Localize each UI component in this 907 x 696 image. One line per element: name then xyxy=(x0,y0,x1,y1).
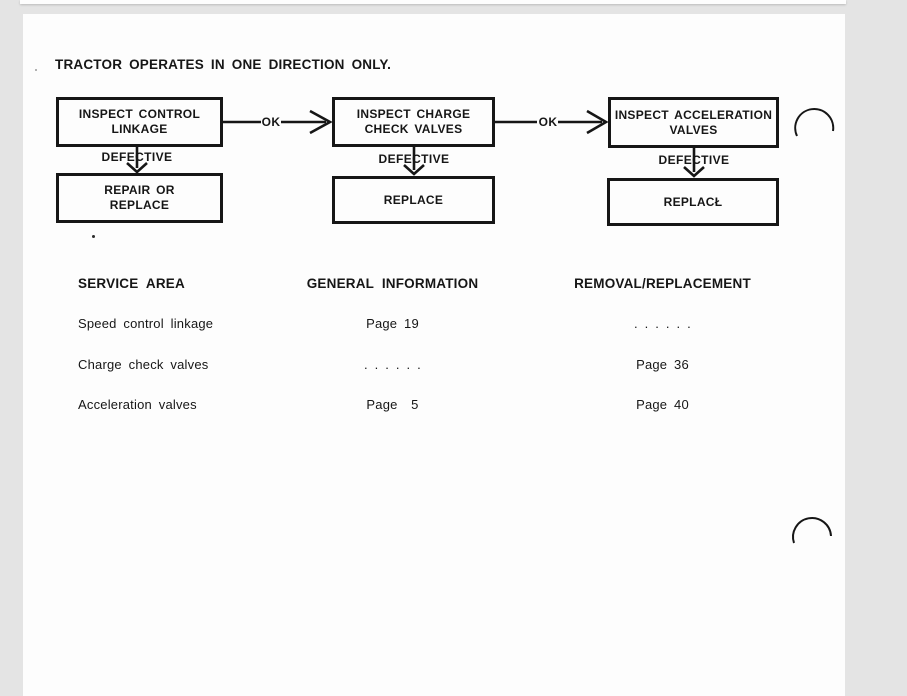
cell-removal-replacement: Page 36 xyxy=(636,357,689,372)
ok-label-1: OK xyxy=(261,115,281,129)
cell-service-area: Charge check valves xyxy=(78,357,209,372)
flow-box-inspect-control-linkage: INSPECT CONTROL LINKAGE xyxy=(56,97,223,147)
flow-box-text-line: CHECK VALVES xyxy=(364,122,463,136)
flow-box-text-line: INSPECT ACCELERATION xyxy=(614,107,773,122)
defective-label-2: DEFECTIVE xyxy=(378,152,450,166)
ok-label-2: OK xyxy=(538,115,558,129)
cell-removal-replacement: Page 40 xyxy=(636,397,689,412)
scan-speck xyxy=(92,235,95,238)
flow-box-repair-or-replace: REPAIR OR REPLACE xyxy=(56,173,223,223)
flow-box-text-line: LINKAGE xyxy=(111,122,168,136)
flow-box-text-line: INSPECT CONTROL xyxy=(78,107,201,121)
cell-general-information: Page 19 xyxy=(366,316,419,331)
flow-box-text-line: INSPECT CHARGE xyxy=(356,107,471,121)
table-header-service-area: SERVICE AREA xyxy=(78,276,185,291)
scan-edge-strip xyxy=(20,0,846,4)
cell-general-information: . . . . . . xyxy=(364,357,421,372)
flow-box-text-line: REPAIR OR xyxy=(104,183,175,197)
table-header-removal-replacement: REMOVAL/REPLACEMENT xyxy=(574,276,751,291)
flow-box-text-line: VALVES xyxy=(669,122,718,137)
cell-service-area: Speed control linkage xyxy=(78,316,214,331)
flow-box-text-line: REPLACŁ xyxy=(663,194,723,209)
scan-speck xyxy=(35,69,37,71)
cell-service-area: Acceleration valves xyxy=(78,397,197,412)
flow-box-inspect-charge-check-valves: INSPECT CHARGE CHECK VALVES xyxy=(332,97,495,147)
cell-general-information: Page 5 xyxy=(366,397,419,412)
flow-box-replace-3: REPLACŁ xyxy=(607,178,779,226)
defective-label-1: DEFECTIVE xyxy=(101,150,173,164)
flow-box-text-line: REPLACE xyxy=(109,198,170,212)
table-header-general-information: GENERAL INFORMATION xyxy=(306,276,479,291)
defective-label-3: DEFECTIVE xyxy=(658,153,730,167)
flow-box-inspect-acceleration-valves: INSPECT ACCELERATION VALVES xyxy=(608,97,779,148)
cell-removal-replacement: . . . . . . xyxy=(634,316,691,331)
flow-box-text-line: REPLACE xyxy=(383,192,444,207)
flow-box-replace-2: REPLACE xyxy=(332,176,495,224)
page-title: TRACTOR OPERATES IN ONE DIRECTION ONLY. xyxy=(55,57,392,72)
